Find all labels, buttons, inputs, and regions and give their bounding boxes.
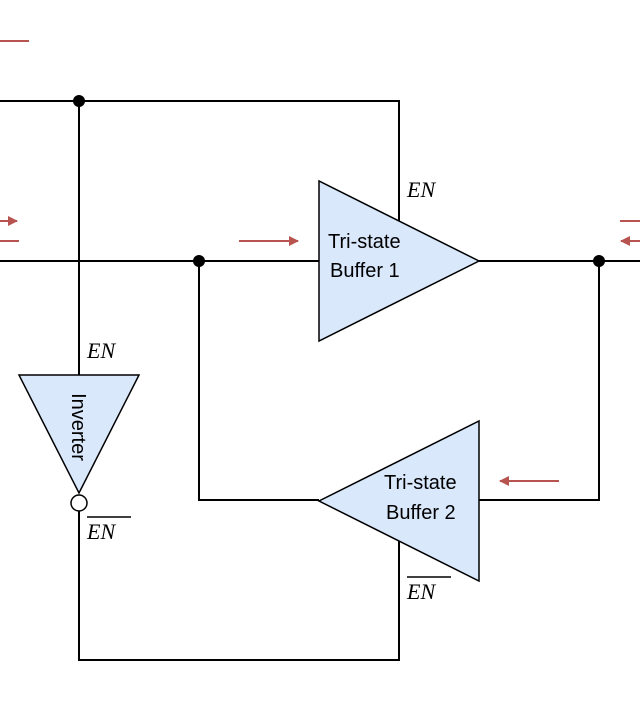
tri-state-buffer-2: Tri-state Buffer 2 xyxy=(317,419,480,583)
buffer1-triangle xyxy=(318,179,481,343)
buffer2-output-wire xyxy=(198,261,319,501)
buffer1-label-line2: Buffer 1 xyxy=(330,260,400,282)
inverter-output-enable-label: EN xyxy=(86,519,116,544)
junction-dot-left xyxy=(193,255,205,267)
tri-state-buffer-1: Tri-state Buffer 1 xyxy=(318,179,481,343)
buffer2-input-wire xyxy=(479,261,600,501)
inverter-output-enable-label-group: EN xyxy=(86,516,131,544)
inverter-input-enable-label: EN xyxy=(86,338,116,363)
inverted-enable-wire xyxy=(78,511,400,661)
top-enable-wire xyxy=(0,100,400,221)
inverter-triangle xyxy=(17,374,141,495)
buffer2-label-line2: Buffer 2 xyxy=(386,502,456,524)
junction-dot-right xyxy=(593,255,605,267)
buffer2-enable-label-group: EN xyxy=(406,576,451,604)
direction-arrows xyxy=(0,40,640,486)
wires xyxy=(0,100,640,661)
buffer1-label-line1: Tri-state xyxy=(328,231,401,253)
buffer2-label-line1: Tri-state xyxy=(384,472,457,494)
inverter-bubble xyxy=(70,494,88,512)
inverter-label: Inverter xyxy=(67,393,89,461)
buffer1-enable-label: EN xyxy=(406,177,436,202)
inverter: Inverter xyxy=(17,374,141,512)
buffer2-enable-label: EN xyxy=(406,579,436,604)
junction-dot-top xyxy=(73,95,85,107)
buffer2-triangle xyxy=(317,419,480,583)
